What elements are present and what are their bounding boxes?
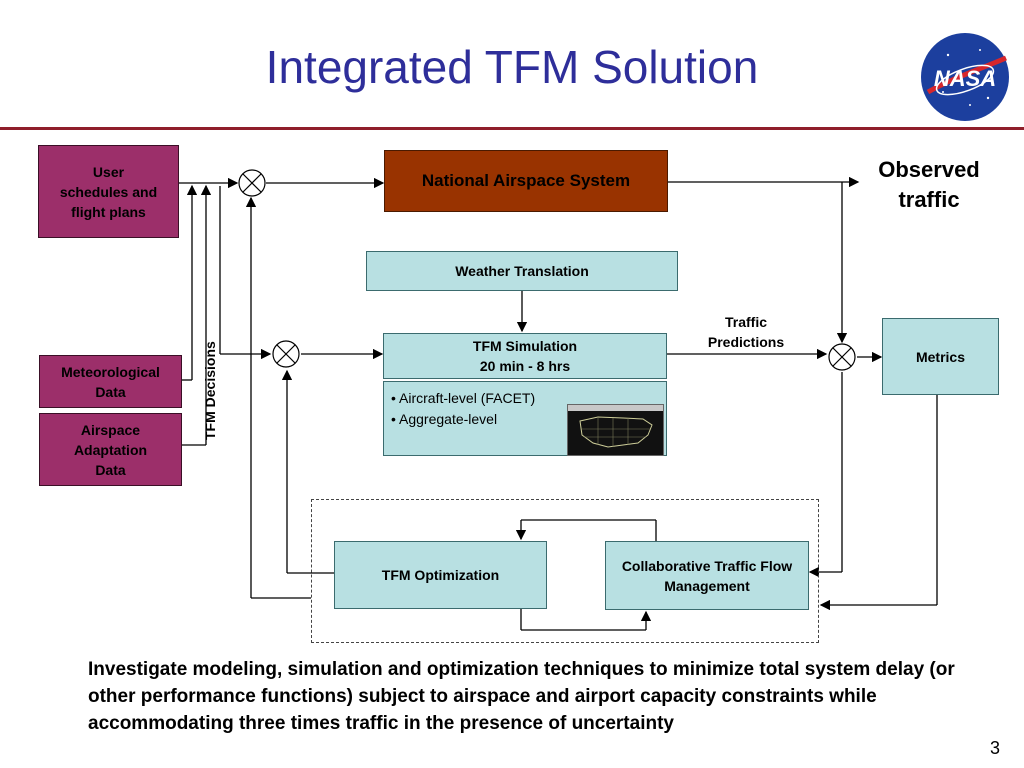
tfm-decisions-label: TFM Decisions [202,341,218,440]
junction-sim [272,340,300,368]
us-map-image [567,404,664,456]
traffic-predictions-label: Traffic Predictions [707,314,785,350]
ctfm-box: Collaborative Traffic Flow Management [605,541,809,610]
meteorological-data-box: Meteorological Data [39,355,182,408]
page-number: 3 [990,738,1001,758]
svg-text:NASA: NASA [934,66,996,91]
observed-traffic-label: Observed traffic [878,157,980,212]
nas-label: National Airspace System [421,171,631,190]
tfm-simulation-box: TFM Simulation 20 min - 8 hrs [383,333,667,379]
title-divider [0,127,1024,130]
national-airspace-system-box: National Airspace System [384,150,668,212]
user-schedules-box: User schedules and flight plans [38,145,179,238]
simulation-bullets: • Aircraft-level (FACET) • Aggregate-lev… [391,388,535,430]
weather-translation-box: Weather Translation [366,251,678,291]
junction-top [238,169,266,197]
decision-support-group [311,499,819,643]
bullet-aircraft-level: • Aircraft-level (FACET) [391,390,536,406]
tfm-simulation-horizon: 20 min - 8 hrs [479,358,571,374]
tfm-simulation-title: TFM Simulation [472,338,578,354]
nasa-logo: NASA [918,30,1012,124]
metrics-box: Metrics [882,318,999,395]
bullet-aggregate-level: • Aggregate-level [391,411,498,427]
junction-metrics [828,343,856,371]
airspace-adaptation-box: Airspace Adaptation Data [39,413,182,486]
tfm-optimization-box: TFM Optimization [334,541,547,609]
page-title: Integrated TFM Solution [265,41,759,93]
summary-text: Investigate modeling, simulation and opt… [88,659,955,734]
